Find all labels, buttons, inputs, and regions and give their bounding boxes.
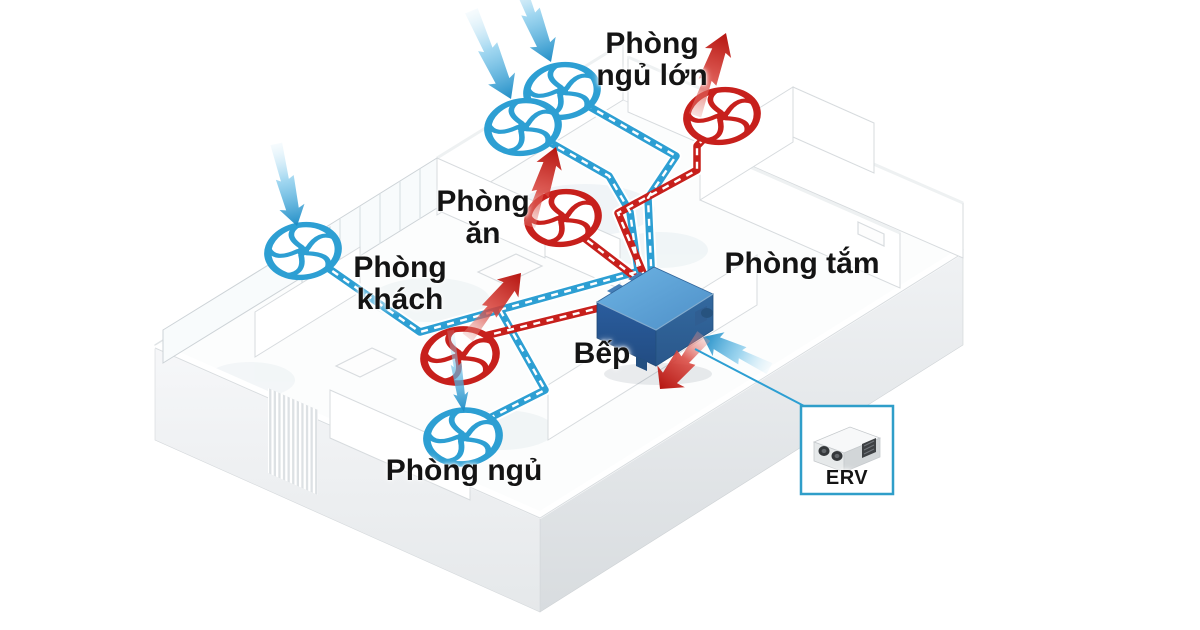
fresh-air-arrow — [265, 140, 309, 229]
label-living-room: Phòng khách — [353, 252, 446, 315]
house-floorplan — [153, 41, 965, 613]
label-kitchen-text: Bếp — [573, 337, 631, 370]
label-master-bedroom-line2: ngủ lớn — [596, 58, 708, 92]
label-bedroom-text: Phòng ngủ — [385, 454, 543, 487]
label-dining-room: Phòng ăn — [436, 186, 529, 249]
fresh-air-arrow — [460, 4, 524, 105]
label-living-room-line1: Phòng — [353, 251, 447, 284]
fixture — [857, 221, 885, 247]
label-master-bedroom-line1: Phòng — [605, 27, 699, 60]
label-erv: ERV — [826, 468, 868, 489]
label-living-room-line2: khách — [356, 282, 444, 316]
label-kitchen: Bếp — [574, 338, 631, 370]
label-erv-text: ERV — [825, 467, 869, 489]
label-bathroom-text: Phòng tắm — [724, 247, 880, 280]
table — [334, 347, 398, 378]
label-bathroom: Phòng tắm — [725, 248, 880, 280]
erv-unit — [596, 266, 714, 385]
erv-callout — [694, 348, 895, 496]
label-bedroom: Phòng ngủ — [386, 455, 543, 487]
table — [476, 253, 544, 285]
label-dining-room-line1: Phòng — [436, 185, 530, 218]
erv-leader-line — [694, 348, 807, 408]
slatted-wall — [268, 388, 318, 495]
label-dining-room-line2: ăn — [465, 216, 501, 250]
erv-product-icon — [812, 426, 882, 473]
label-master-bedroom: Phòng ngủ lớn — [596, 28, 707, 91]
fresh-air-arrow — [505, 0, 564, 68]
